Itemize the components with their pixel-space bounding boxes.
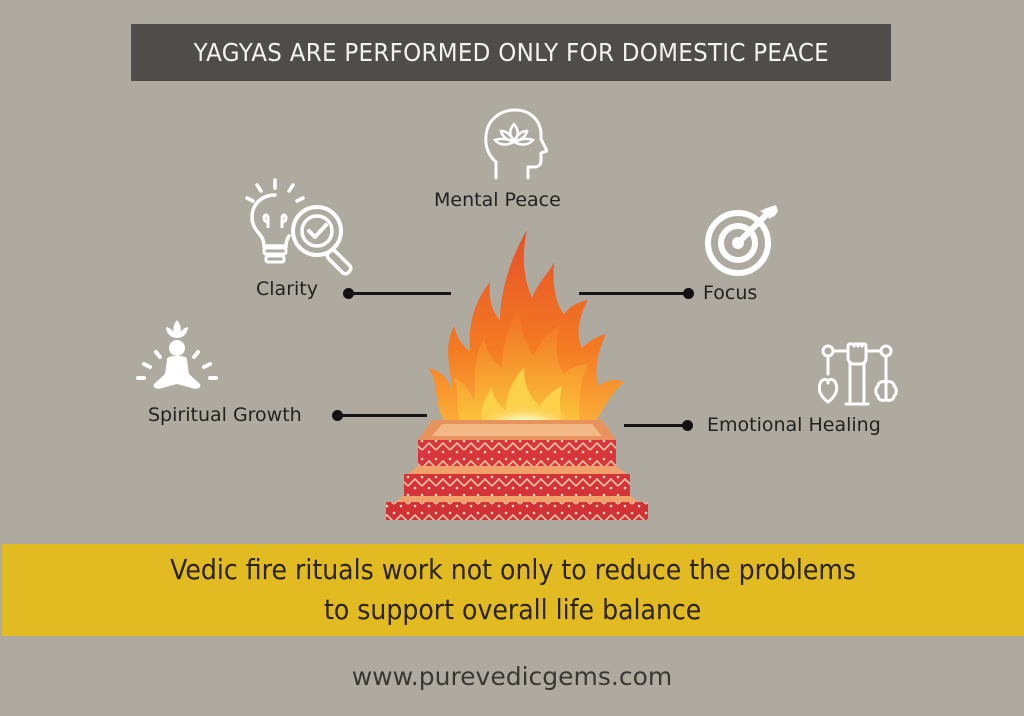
connector-line-emotional-healing xyxy=(624,424,687,427)
benefit-label-focus: Focus xyxy=(703,282,758,304)
connector-dot-focus xyxy=(683,288,694,299)
header-banner: YAGYAS ARE PERFORMED ONLY FOR DOMESTIC P… xyxy=(131,24,891,81)
message-banner: Vedic fire rituals work not only to redu… xyxy=(2,544,1024,636)
fist-heart-brain-balance-icon xyxy=(818,342,898,406)
benefit-label-mental-peace: Mental Peace xyxy=(434,189,561,211)
connector-line-focus xyxy=(579,292,688,295)
page-title: YAGYAS ARE PERFORMED ONLY FOR DOMESTIC P… xyxy=(193,38,829,67)
benefit-label-emotional-healing: Emotional Healing xyxy=(707,414,881,436)
connector-line-clarity xyxy=(348,292,451,295)
website-url: www.purevedicgems.com xyxy=(351,662,673,691)
connector-line-spiritual-growth xyxy=(337,414,427,417)
meditation-lotus-icon xyxy=(136,320,218,389)
benefit-label-spiritual-growth: Spiritual Growth xyxy=(148,404,302,426)
fire-pit-havan-kund-icon xyxy=(386,230,648,520)
banner-line-1: Vedic fire rituals work not only to redu… xyxy=(170,553,856,586)
banner-line-2: to support overall life balance xyxy=(324,593,702,626)
benefit-label-clarity: Clarity xyxy=(256,278,318,300)
head-lotus-icon xyxy=(484,108,548,180)
connector-dot-emotional-healing xyxy=(682,420,693,431)
bulb-magnifier-check-icon xyxy=(245,178,353,276)
target-arrow-icon xyxy=(705,205,778,276)
